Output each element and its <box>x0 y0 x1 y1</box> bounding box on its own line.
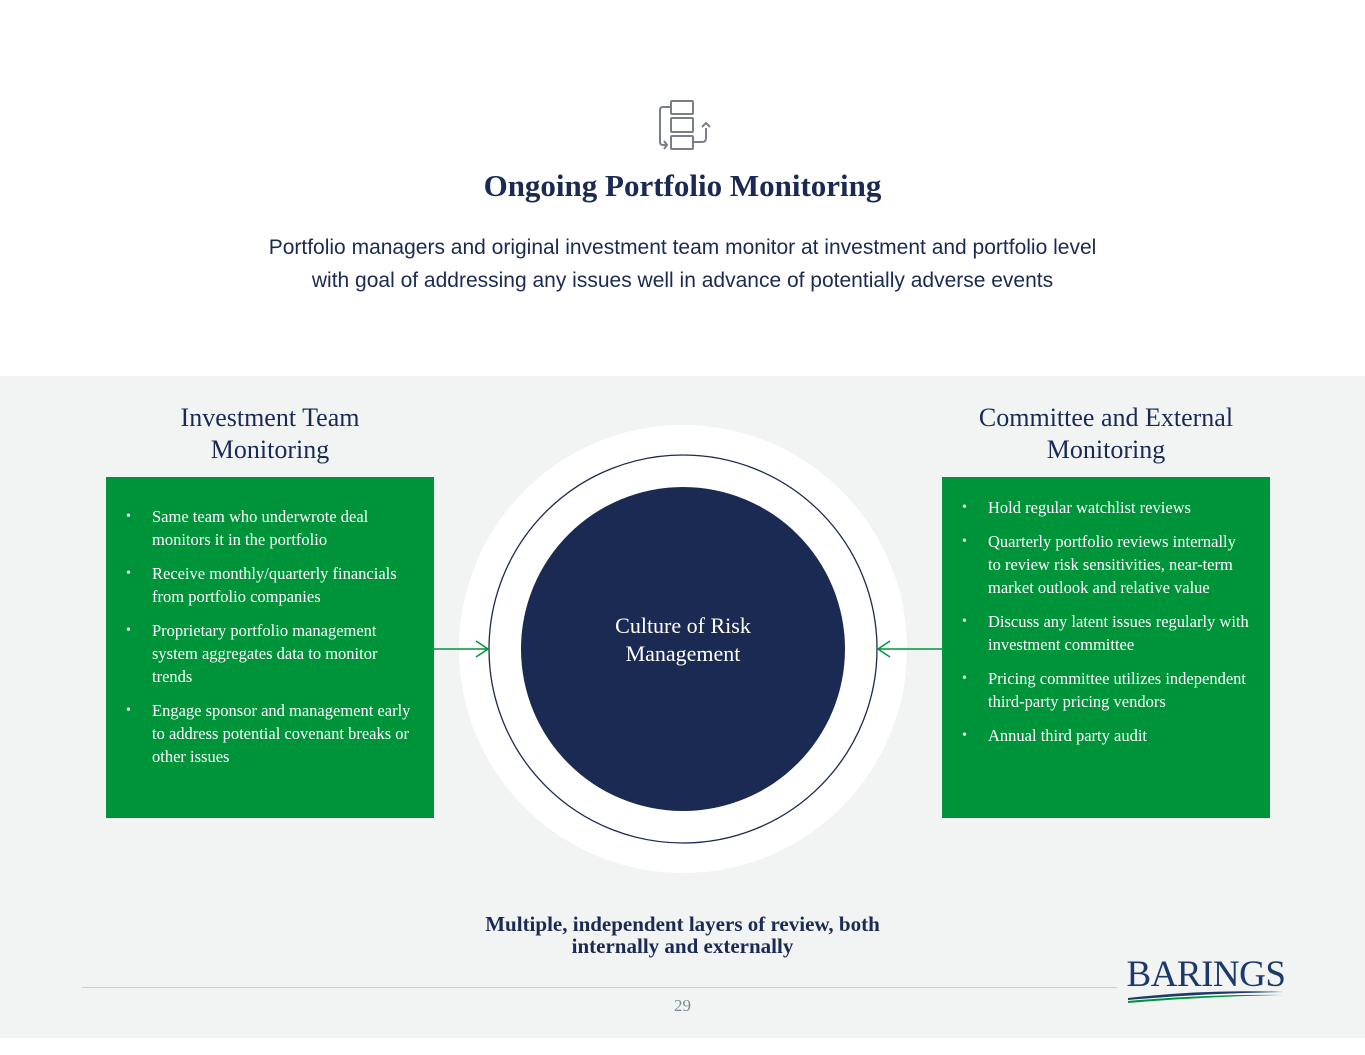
logo-swoosh <box>1128 991 1284 1003</box>
heading-line: Committee and External <box>978 403 1234 432</box>
barings-logo: BARINGS <box>1126 955 1286 1003</box>
investment-team-list: Same team who underwrote deal monitors i… <box>126 505 416 768</box>
list-item: Quarterly portfolio reviews internally t… <box>962 530 1252 599</box>
list-item: Engage sponsor and management early to a… <box>126 699 416 768</box>
list-item: Discuss any latent issues regularly with… <box>962 610 1252 656</box>
committee-external-box: Hold regular watchlist reviews Quarterly… <box>942 477 1270 818</box>
center-label-line: Culture of Risk <box>615 613 751 638</box>
list-item: Proprietary portfolio management system … <box>126 619 416 688</box>
subtitle-line: with goal of addressing any issues well … <box>311 269 1054 292</box>
tagline: Multiple, independent layers of review, … <box>0 913 1365 957</box>
committee-external-heading: Committee and External Monitoring <box>930 402 1282 466</box>
page-title: Ongoing Portfolio Monitoring <box>483 168 882 203</box>
page-number: 29 <box>674 996 691 1015</box>
list-item: Same team who underwrote deal monitors i… <box>126 505 416 551</box>
tagline-line: internally and externally <box>571 934 794 958</box>
page-subtitle: Portfolio managers and original investme… <box>0 231 1365 297</box>
center-label-line: Management <box>625 641 741 666</box>
list-item: Hold regular watchlist reviews <box>962 496 1252 519</box>
investment-team-box: Same team who underwrote deal monitors i… <box>106 477 434 818</box>
heading-line: Monitoring <box>210 435 330 464</box>
list-item: Pricing committee utilizes independent t… <box>962 667 1252 713</box>
tagline-line: Multiple, independent layers of review, … <box>485 912 880 936</box>
center-circle-label: Culture of Risk Management <box>540 612 826 668</box>
portfolio-workflow-icon <box>659 100 711 150</box>
committee-external-list: Hold regular watchlist reviews Quarterly… <box>962 496 1252 747</box>
list-item: Receive monthly/quarterly financials fro… <box>126 562 416 608</box>
list-item: Annual third party audit <box>962 724 1252 747</box>
logo-wordmark: BARINGS <box>1126 954 1286 995</box>
investment-team-heading: Investment Team Monitoring <box>106 402 434 466</box>
subtitle-line: Portfolio managers and original investme… <box>268 236 1097 259</box>
heading-line: Monitoring <box>1046 435 1166 464</box>
heading-line: Investment Team <box>180 403 360 432</box>
footer-divider <box>82 987 1117 988</box>
